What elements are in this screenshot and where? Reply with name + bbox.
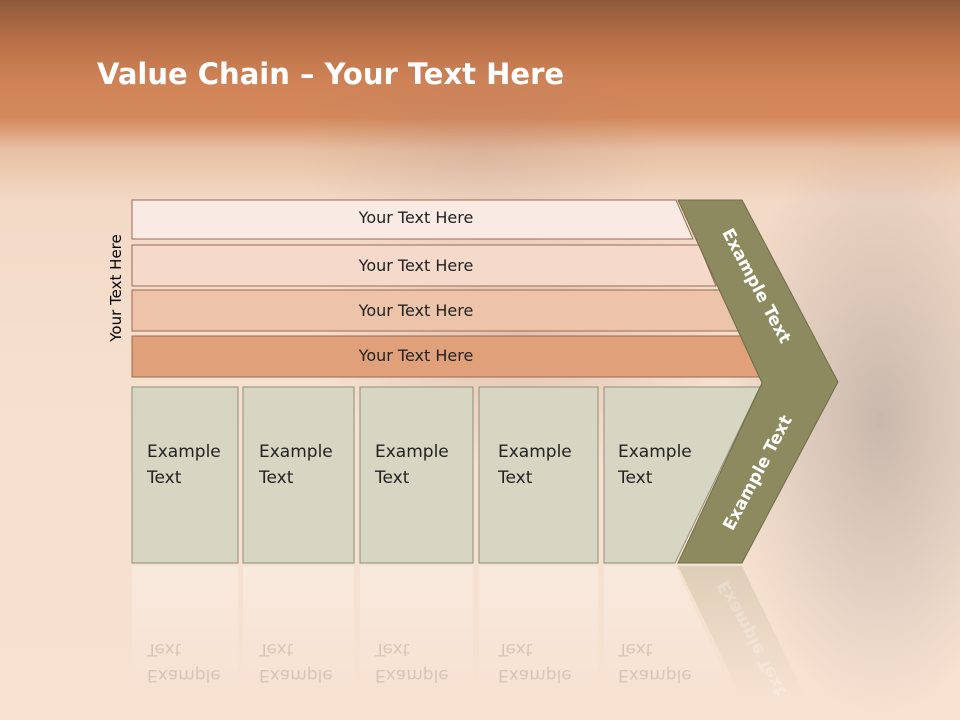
box-3-label: Example Text — [375, 439, 449, 491]
box-4 — [478, 386, 599, 564]
bar-1 — [131, 199, 694, 240]
box-2-reflection — [243, 566, 354, 696]
box-1 — [131, 386, 239, 564]
box-5-label: Example Text — [618, 439, 692, 491]
box-2-line2: Text — [259, 468, 294, 488]
box-1-label: Example Text — [147, 439, 221, 491]
box-5 — [603, 386, 761, 564]
box-2-label-reflection: Example Text — [259, 636, 333, 688]
box-4-line1-reflection: Example — [498, 665, 572, 685]
box-4-line2-reflection: Text — [498, 639, 533, 659]
box-2-line1: Example — [259, 442, 333, 462]
bar-2-label: Your Text Here — [358, 256, 474, 275]
box-5-label-reflection: Example Text — [618, 636, 692, 688]
box-3-line1-reflection: Example — [375, 665, 449, 685]
box-3-reflection — [360, 566, 473, 696]
box-1-label-reflection: Example Text — [147, 636, 221, 688]
box-5-line1: Example — [618, 442, 692, 462]
bar-4-label: Your Text Here — [358, 346, 474, 365]
box-1-reflection — [132, 566, 238, 696]
chevron-arrow — [677, 199, 839, 564]
box-2-line1-reflection: Example — [259, 665, 333, 685]
title-bold: Value Chain — [97, 57, 290, 91]
slide-title: Value Chain – Your Text Here — [97, 54, 564, 94]
bar-3-label: Your Text Here — [358, 301, 474, 320]
box-2-line2-reflection: Text — [259, 639, 294, 659]
box-4-reflection — [479, 566, 598, 696]
box-5-line2: Text — [618, 468, 653, 488]
box-5-line2-reflection: Text — [618, 639, 653, 659]
bar-1-label: Your Text Here — [358, 208, 474, 227]
box-1-line2: Text — [147, 468, 182, 488]
box-2 — [242, 386, 355, 564]
box-4-label: Example Text — [498, 439, 572, 491]
box-4-line2: Text — [498, 468, 533, 488]
box-5-line1-reflection: Example — [618, 665, 692, 685]
box-1-line2-reflection: Text — [147, 639, 182, 659]
title-rest: – Your Text Here — [289, 57, 565, 91]
box-3-label-reflection: Example Text — [375, 636, 449, 688]
box-3-line2-reflection: Text — [375, 639, 410, 659]
chevron-reflection — [678, 566, 805, 696]
box-3 — [359, 386, 474, 564]
box-1-line1-reflection: Example — [147, 665, 221, 685]
box-3-line2: Text — [375, 468, 410, 488]
box-4-line1: Example — [498, 442, 572, 462]
box-2-label: Example Text — [259, 439, 333, 491]
box-1-line1: Example — [147, 442, 221, 462]
box-4-label-reflection: Example Text — [498, 636, 572, 688]
bar-2 — [131, 244, 717, 287]
box-5-reflection — [604, 566, 735, 696]
box-3-line1: Example — [375, 442, 449, 462]
